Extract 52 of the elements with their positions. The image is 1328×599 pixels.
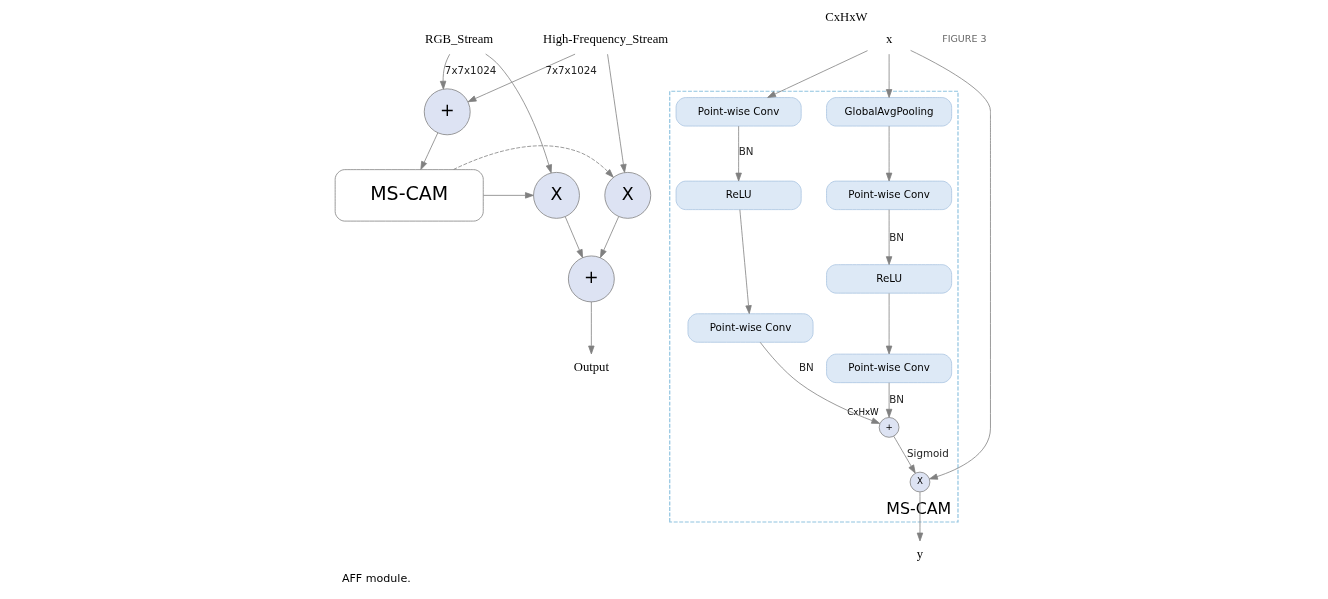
- node-box: Point-wise Conv: [826, 180, 953, 210]
- edge-label: BN: [738, 144, 754, 157]
- node-circle: +: [568, 255, 615, 303]
- arrow: [588, 301, 595, 355]
- arrow: [439, 53, 451, 90]
- edge-label: 7x7x1024: [444, 64, 497, 77]
- node-box: GlobalAvgPooling: [826, 97, 953, 127]
- node-text: Output: [573, 360, 609, 375]
- label: FIGURE 3: [942, 33, 987, 45]
- node-label: CxHxW: [825, 10, 868, 25]
- node-box: Point-wise Conv: [687, 313, 814, 343]
- node-circle: X: [604, 172, 652, 219]
- node-box: ReLU: [675, 180, 802, 210]
- edge-label: 7x7x1024: [545, 64, 597, 77]
- arrow: [453, 145, 614, 178]
- node-box: MS-CAM: [334, 169, 484, 222]
- arrow: [916, 491, 924, 542]
- arrow: [885, 293, 893, 355]
- arrow: [420, 132, 439, 170]
- edge-label: BN: [889, 392, 904, 405]
- node-circle: X: [533, 172, 580, 219]
- arrow: [735, 125, 742, 182]
- arrow: [739, 209, 752, 314]
- node-box: Point-wise Conv: [826, 353, 953, 384]
- arrow: [467, 53, 576, 103]
- node-text: x: [885, 31, 893, 46]
- edge-label: Sigmoid: [907, 447, 949, 460]
- arrow: [885, 125, 893, 182]
- node-label: CxHxW: [847, 406, 879, 417]
- node-text: y: [916, 547, 924, 562]
- arrow: [607, 53, 627, 173]
- caption: AFF module.: [341, 571, 411, 585]
- arrow: [885, 209, 893, 265]
- arrow: [767, 50, 868, 98]
- node-circle: +: [423, 88, 471, 136]
- arrow: [885, 53, 893, 98]
- arrow: [483, 192, 534, 199]
- arrow: [893, 435, 916, 474]
- arrow: [564, 216, 584, 258]
- node-circle: +: [878, 417, 900, 438]
- arrow: [485, 53, 552, 174]
- arrow: [910, 50, 991, 480]
- edge-label: BN: [798, 361, 814, 374]
- node-circle: X: [909, 471, 931, 493]
- node-text: RGB_Stream: [425, 31, 494, 46]
- node-box: ReLU: [826, 264, 953, 294]
- arrow: [759, 341, 881, 424]
- arrow: [600, 216, 620, 258]
- node-text: High-Frequency_Stream: [543, 31, 669, 46]
- edge-label: BN: [889, 231, 904, 244]
- node-box: Point-wise Conv: [675, 97, 802, 127]
- arrow: [885, 382, 893, 418]
